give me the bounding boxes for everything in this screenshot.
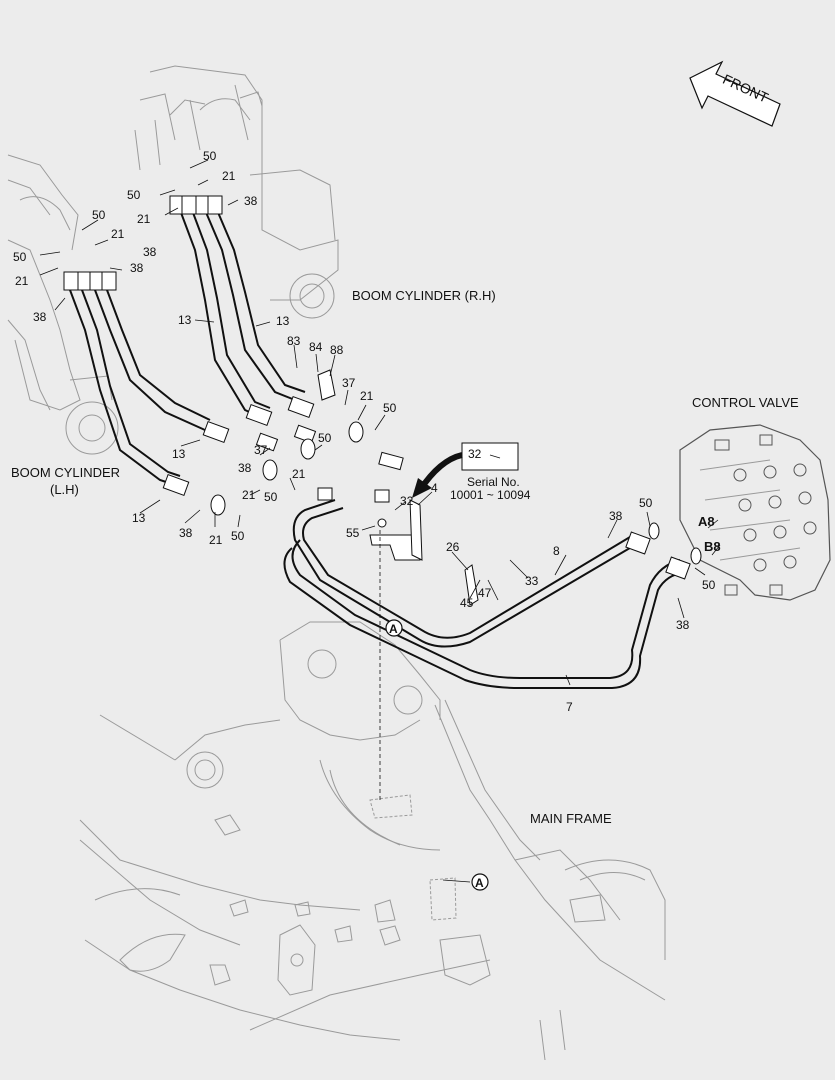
part-number-8: 8 — [553, 544, 560, 558]
part-number-21: 21 — [222, 169, 236, 183]
part-number-38: 38 — [179, 526, 193, 540]
port-b8-label: B8 — [704, 539, 721, 554]
pipes-7-8 — [283, 499, 686, 689]
hoses-13 — [69, 209, 306, 486]
part-number-84: 84 — [309, 340, 323, 354]
part-number-13: 13 — [276, 314, 290, 328]
ref-a-bottom: A — [442, 873, 489, 891]
boom-cylinder-lh-drawing — [7, 154, 119, 455]
part-number-7: 7 — [566, 700, 573, 714]
part-number-47: 47 — [478, 586, 492, 600]
part-number-50: 50 — [318, 431, 332, 445]
part-number-50: 50 — [383, 401, 397, 415]
part-number-13: 13 — [172, 447, 186, 461]
boom-cylinder-rh-label: BOOM CYLINDER (R.H) — [352, 288, 496, 303]
part-number-38: 38 — [609, 509, 623, 523]
part-number-13: 13 — [178, 313, 192, 327]
boom-cylinder-lh-label-2: (L.H) — [50, 482, 79, 497]
part-number-88: 88 — [330, 343, 344, 357]
part-number-50: 50 — [203, 149, 217, 163]
main-frame-label: MAIN FRAME — [530, 811, 612, 826]
ref-a-top: A — [379, 530, 403, 800]
control-valve-drawing — [679, 424, 831, 601]
part-number-13: 13 — [132, 511, 146, 525]
ref-a-label-bottom: A — [475, 876, 484, 890]
part-number-38: 38 — [676, 618, 690, 632]
part-number-21: 21 — [209, 533, 223, 547]
part-number-4: 4 — [431, 481, 438, 495]
part-number-50: 50 — [702, 578, 716, 592]
fittings — [63, 195, 702, 606]
boom-cylinder-lh-label-1: BOOM CYLINDER — [11, 465, 120, 480]
part-number-37: 37 — [342, 376, 356, 390]
part-number-21: 21 — [292, 467, 306, 481]
part-number-50: 50 — [92, 208, 106, 222]
part-number-32: 32 — [468, 447, 482, 461]
part-number-50: 50 — [639, 496, 653, 510]
part-number-38: 38 — [130, 261, 144, 275]
part-number-32: 32 — [400, 494, 414, 508]
part-number-83: 83 — [287, 334, 301, 348]
part-number-21: 21 — [111, 227, 125, 241]
part-number-38: 38 — [238, 461, 252, 475]
part-number-21: 21 — [15, 274, 29, 288]
part-number-38: 38 — [143, 245, 157, 259]
part-number-37: 37 — [254, 443, 268, 457]
part-number-50: 50 — [231, 529, 245, 543]
part-number-50: 50 — [264, 490, 278, 504]
part-number-38: 38 — [244, 194, 258, 208]
serial-label-2: 10001 ~ 10094 — [450, 488, 531, 502]
main-frame-drawing — [79, 621, 666, 1061]
front-arrow: FRONT — [689, 60, 781, 127]
port-a8-label: A8 — [698, 514, 715, 529]
part-number-55: 55 — [346, 526, 360, 540]
ref-a-label-top: A — [389, 622, 398, 636]
part-number-45: 45 — [460, 596, 474, 610]
part-number-38: 38 — [33, 310, 47, 324]
boom-cylinder-rh-drawing — [134, 65, 339, 319]
serial-callout — [412, 442, 519, 498]
serial-label-1: Serial No. — [467, 475, 520, 489]
part-number-26: 26 — [446, 540, 460, 554]
control-valve-label: CONTROL VALVE — [692, 395, 799, 410]
part-number-21: 21 — [360, 389, 374, 403]
part-number-21: 21 — [242, 488, 256, 502]
part-number-50: 50 — [127, 188, 141, 202]
part-number-50: 50 — [13, 250, 27, 264]
leader-lines — [39, 159, 721, 686]
part-number-21: 21 — [137, 212, 151, 226]
part-number-33: 33 — [525, 574, 539, 588]
